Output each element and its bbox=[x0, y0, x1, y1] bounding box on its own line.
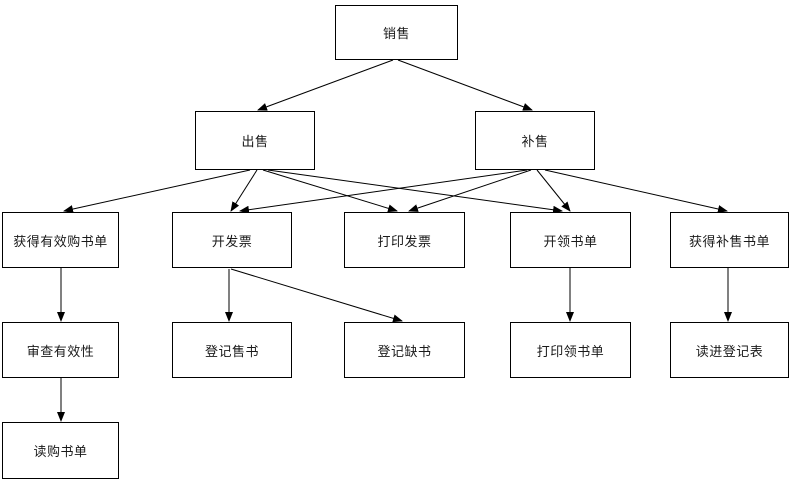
node-register-missing[interactable]: 登记缺书 bbox=[344, 322, 465, 378]
connector-resell-to-get-resell-list bbox=[544, 169, 728, 213]
node-get-valid-order[interactable]: 获得有效购书单 bbox=[2, 212, 119, 268]
node-review-validity[interactable]: 审查有效性 bbox=[2, 322, 119, 378]
node-label-register-sale: 登记售书 bbox=[204, 343, 259, 359]
connector-sales-to-sell bbox=[257, 59, 394, 111]
node-label-get-resell-list: 获得补售书单 bbox=[688, 233, 770, 249]
connector-resell-to-print-invoice bbox=[408, 169, 532, 212]
node-label-resell: 补售 bbox=[521, 134, 549, 149]
node-issue-booklist[interactable]: 开领书单 bbox=[510, 212, 631, 268]
node-label-get-valid-order: 获得有效购书单 bbox=[13, 233, 108, 249]
node-get-resell-list[interactable]: 获得补售书单 bbox=[670, 212, 789, 268]
node-read-order[interactable]: 读购书单 bbox=[2, 422, 119, 479]
node-register-sale[interactable]: 登记售书 bbox=[172, 322, 292, 378]
node-label-read-order: 读购书单 bbox=[33, 444, 88, 459]
connector-sell-to-print-invoice bbox=[262, 169, 398, 213]
node-label-issue-invoice: 开发票 bbox=[211, 233, 253, 249]
connector-resell-to-issue-booklist bbox=[536, 169, 571, 212]
node-label-register-missing: 登记缺书 bbox=[377, 343, 432, 359]
node-print-booklist[interactable]: 打印领书单 bbox=[510, 322, 631, 378]
node-label-sales: 销售 bbox=[382, 26, 410, 41]
node-issue-invoice[interactable]: 开发票 bbox=[172, 212, 292, 268]
node-resell[interactable]: 补售 bbox=[475, 111, 595, 170]
connector-sell-to-issue-booklist bbox=[267, 169, 563, 214]
node-label-print-booklist: 打印领书单 bbox=[536, 343, 605, 359]
node-sales[interactable]: 销售 bbox=[335, 5, 458, 60]
connector-sales-to-resell bbox=[397, 59, 533, 111]
node-label-print-invoice: 打印发票 bbox=[377, 233, 432, 249]
node-label-review-validity: 审查有效性 bbox=[26, 343, 95, 359]
connector-sell-to-issue-invoice bbox=[230, 169, 258, 212]
node-print-invoice[interactable]: 打印发票 bbox=[344, 212, 465, 268]
node-sell[interactable]: 出售 bbox=[195, 111, 315, 170]
node-read-register[interactable]: 读进登记表 bbox=[670, 322, 789, 378]
connector-sell-to-get-valid-order bbox=[63, 169, 251, 213]
connector-issue-invoice-to-register-missing bbox=[230, 268, 403, 323]
connector-resell-to-issue-invoice bbox=[239, 169, 528, 214]
node-label-sell: 出售 bbox=[241, 134, 269, 149]
node-label-issue-booklist: 开领书单 bbox=[543, 233, 598, 249]
node-label-read-register: 读进登记表 bbox=[695, 343, 764, 359]
